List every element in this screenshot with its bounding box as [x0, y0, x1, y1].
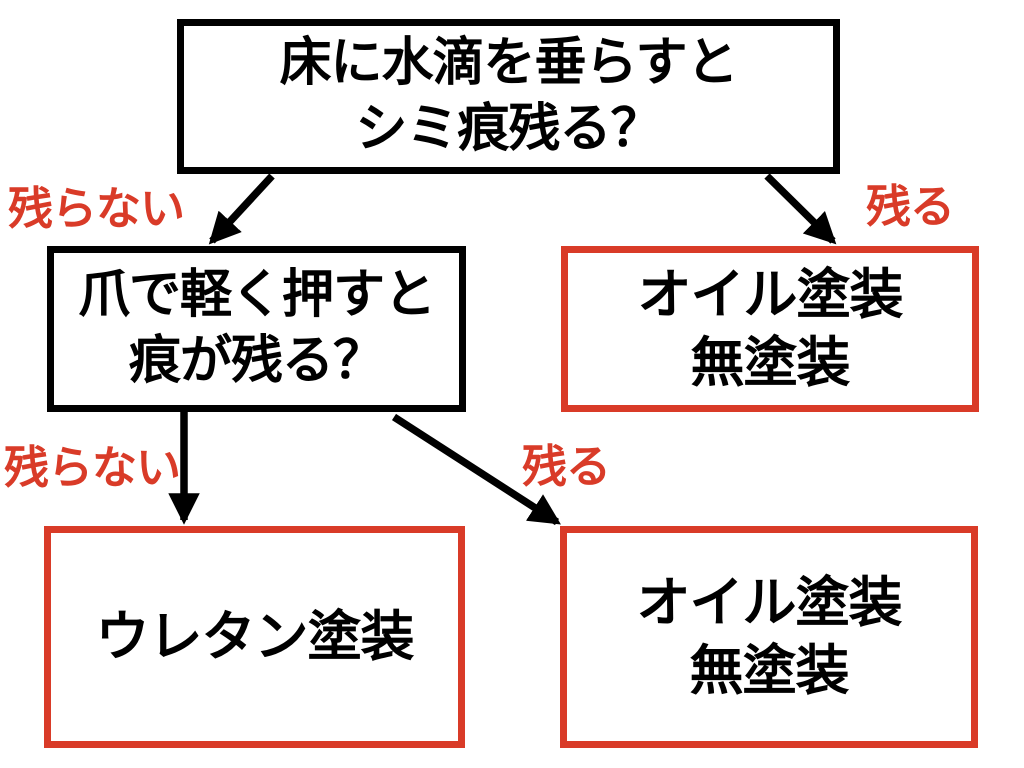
result-box-oil-or-unfinished-top: オイル塗装 無塗装 [561, 246, 979, 412]
question-text-line: 床に水滴を垂らすと [279, 32, 739, 93]
result-text-line: 無塗装 [690, 331, 851, 394]
question-box-fingernail-press: 爪で軽く押すと 痕が残る？ [47, 246, 466, 412]
edge-label-remain-top: 残る [866, 180, 955, 233]
question-text-line: シミ痕残る？ [355, 98, 662, 159]
question-text-line: 爪で軽く押すと [77, 265, 436, 326]
edge-label-remain-bottom: 残る [522, 440, 611, 493]
edge-label-not-remain-top: 残らない [8, 182, 185, 235]
result-box-oil-or-unfinished-bottom: オイル塗装 無塗装 [560, 526, 978, 748]
question-box-water-drop-stain: 床に水滴を垂らすと シミ痕残る？ [177, 19, 840, 174]
arrow-q1-to-q2 [208, 173, 275, 245]
result-text-line: ウレタン塗装 [95, 604, 415, 668]
question-text-line: 痕が残る？ [128, 331, 385, 391]
edge-label-not-remain-bottom: 残らない [4, 441, 181, 494]
result-text-line: オイル塗装 [637, 262, 904, 326]
result-box-urethane: ウレタン塗装 [44, 526, 465, 748]
result-text-line: オイル塗装 [636, 570, 903, 634]
arrow-q1-to-r1 [764, 173, 837, 245]
result-text-line: 無塗装 [689, 639, 850, 702]
